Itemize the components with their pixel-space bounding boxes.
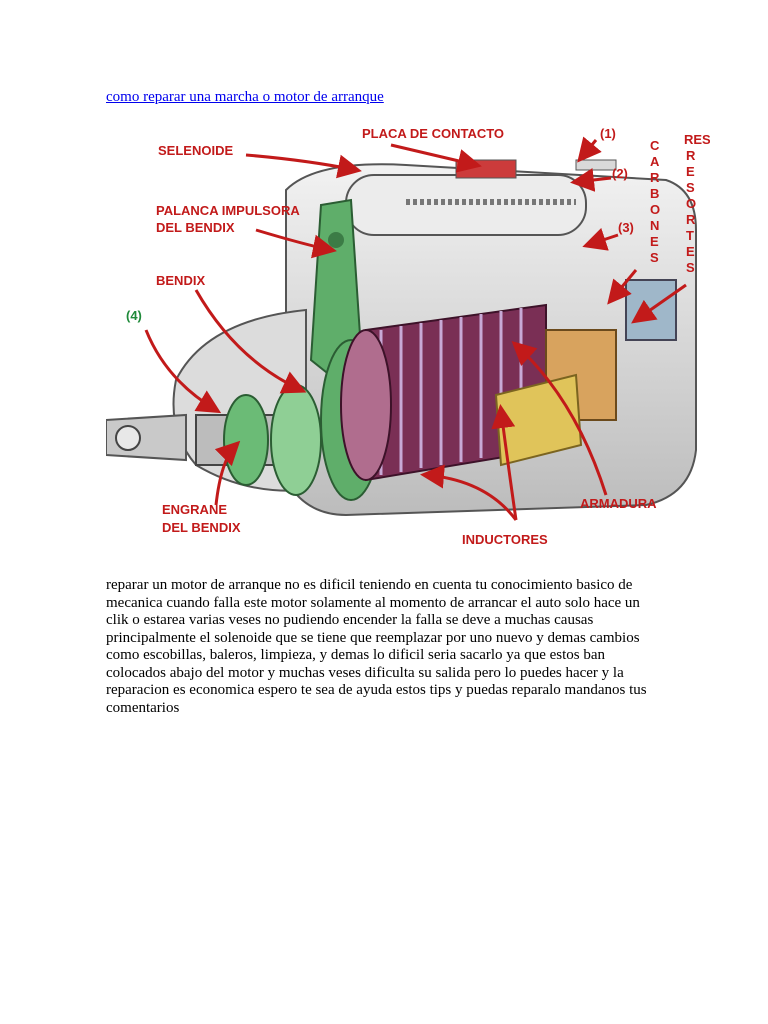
article-title-link[interactable]: como reparar una marcha o motor de arran… — [106, 89, 384, 105]
svg-text:O: O — [650, 202, 660, 217]
svg-text:S: S — [686, 180, 695, 195]
svg-text:C: C — [650, 138, 660, 153]
label-engrane-1: ENGRANE — [162, 502, 227, 517]
label-n2: (2) — [612, 166, 628, 181]
svg-text:B: B — [650, 186, 659, 201]
starter-motor-diagram: SELENOIDE PLACA DE CONTACTO (1) (2) (3) … — [106, 120, 710, 560]
svg-text:T: T — [686, 228, 694, 243]
label-engrane-2: DEL BENDIX — [162, 520, 241, 535]
label-bendix: BENDIX — [156, 273, 205, 288]
svg-text:E: E — [650, 234, 659, 249]
article-body: reparar un motor de arranque no es dific… — [106, 577, 647, 716]
svg-text:R: R — [686, 212, 696, 227]
svg-text:R: R — [686, 148, 696, 163]
svg-text:E: E — [686, 164, 695, 179]
label-armadura: ARMADURA — [580, 496, 657, 511]
label-palanca-2: DEL BENDIX — [156, 220, 235, 235]
callout-arrows — [144, 136, 687, 521]
svg-text:N: N — [650, 218, 659, 233]
svg-text:R: R — [650, 170, 660, 185]
svg-text:RES: RES — [684, 132, 710, 147]
label-n1: (1) — [600, 126, 616, 141]
label-selenoide: SELENOIDE — [158, 143, 233, 158]
svg-text:S: S — [650, 250, 659, 265]
svg-text:S: S — [686, 260, 695, 275]
label-n4: (4) — [126, 308, 142, 323]
svg-text:O: O — [686, 196, 696, 211]
label-carbones: C A R B O N E S — [650, 138, 660, 265]
svg-text:A: A — [650, 154, 660, 169]
label-n3: (3) — [618, 220, 634, 235]
label-resortes: RES R E S O R T E S — [684, 132, 710, 275]
label-placa-contacto: PLACA DE CONTACTO — [362, 126, 504, 141]
label-palanca-1: PALANCA IMPULSORA — [156, 203, 300, 218]
svg-text:E: E — [686, 244, 695, 259]
label-inductores: INDUCTORES — [462, 532, 548, 547]
